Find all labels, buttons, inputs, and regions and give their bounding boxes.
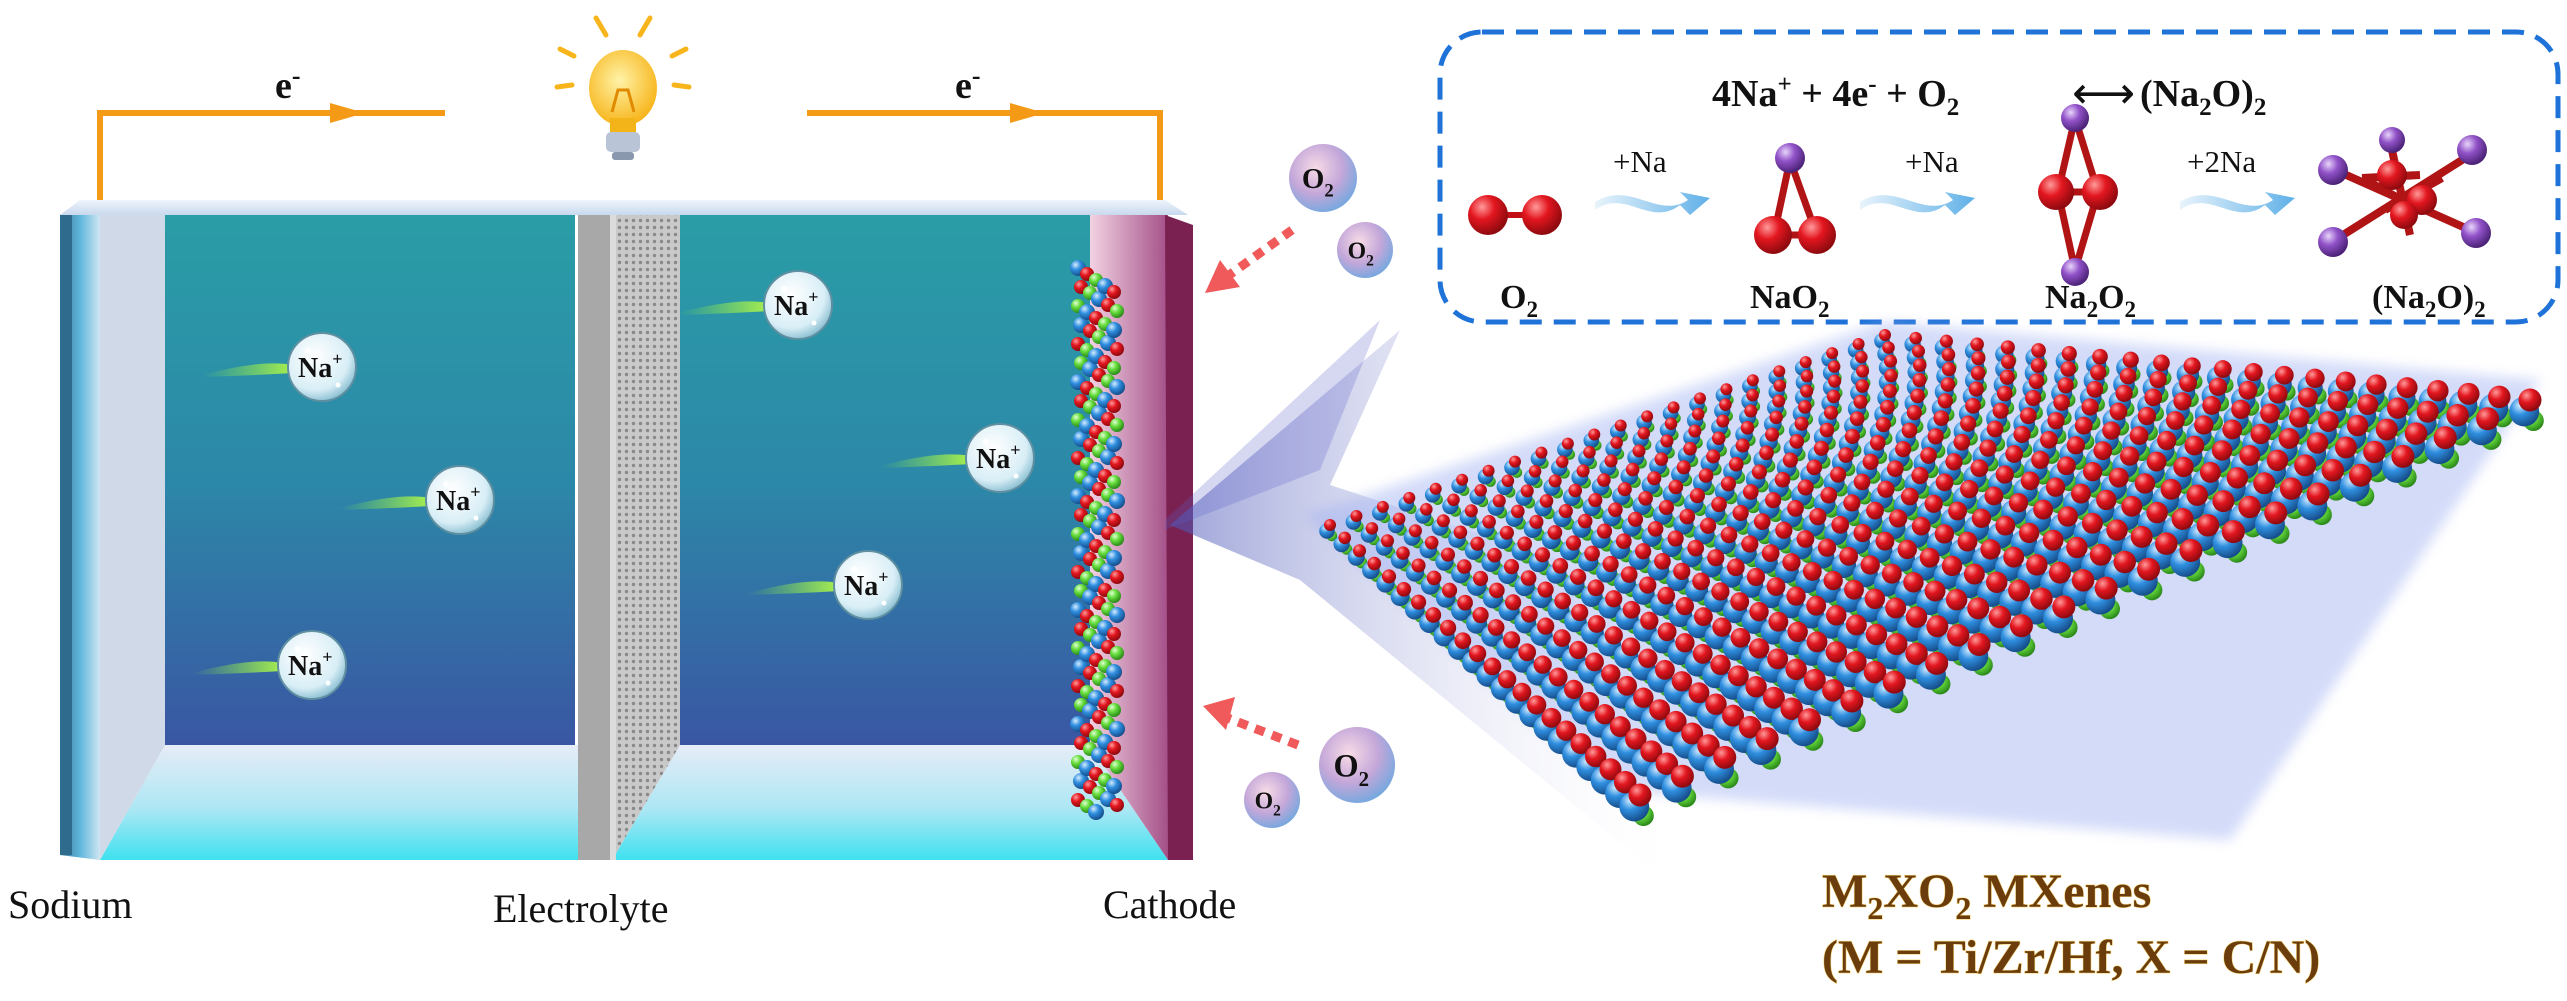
sodium-ion-label: Na+ (774, 287, 819, 322)
step-label-3: +2Na (2187, 144, 2256, 179)
electrolyte-left-back (165, 215, 575, 750)
sodium-ion: Na+ (678, 270, 833, 340)
step-arrow-3 (2180, 192, 2295, 215)
electron-label-right: e- (955, 61, 981, 107)
mxene-title-line2: (M = Ti/Zr/Hf, X = C/N) (1822, 931, 2320, 984)
sodium-ion-label: Na+ (436, 482, 481, 517)
oxygen-molecule-label: O2 (1333, 747, 1369, 791)
electrolyte-right-back (680, 215, 1090, 750)
electron-label-left: e- (275, 61, 301, 107)
mxene-title-line1: M2XO2 MXenes (1822, 865, 2151, 926)
species-label-o2: O2 (1500, 279, 1538, 322)
electron-arrow-left (330, 103, 365, 123)
sodium-ion: Na+ (748, 550, 903, 620)
step-arrow-2 (1860, 192, 1975, 215)
oxygen-molecule: O2 (1289, 144, 1357, 212)
sodium-ion-label: Na+ (288, 647, 333, 682)
sodium-ion-group: Na+ Na+ Na+ Na+ Na+ Na+ (192, 270, 1035, 700)
electrolyte-label: Electrolyte (493, 886, 668, 931)
oxygen-molecule: O2 (1319, 727, 1395, 803)
species-label-na2o2: Na2O2 (2045, 279, 2136, 322)
species-nao2-molecule (1754, 143, 1836, 254)
step-arrow-1 (1595, 192, 1710, 215)
mxene-sheet (1305, 322, 2544, 840)
oxygen-molecule-label: O2 (1302, 163, 1334, 202)
oxygen-molecule: O2 (1337, 222, 1393, 278)
battery-diagram: e- e- (8, 15, 1395, 931)
reaction-dashed-border (1437, 29, 2561, 325)
reaction-product: (Na2O)2 (2140, 73, 2266, 121)
oxygen-molecule: O2 (1244, 772, 1300, 828)
sodium-ion: Na+ (202, 332, 357, 402)
reaction-panel: 4Na+ + 4e- + O2 ⟷ (Na2O)2 (1437, 29, 2561, 325)
species-o2-molecule (1468, 195, 1562, 235)
cathode-label: Cathode (1103, 882, 1236, 927)
sodium-ion-label: Na+ (844, 567, 889, 602)
species-label-na2o-dimer: (Na2O)2 (2372, 279, 2486, 322)
sodium-ion: Na+ (880, 423, 1035, 493)
species-label-nao2: NaO2 (1750, 279, 1830, 322)
species-na2o2-molecule (2038, 104, 2118, 286)
oxygen-molecule-label: O2 (1348, 238, 1375, 269)
cell-floor-left (100, 745, 578, 860)
species-na2o-dimer-molecule (2318, 127, 2491, 257)
electron-arrow-right (1010, 103, 1045, 123)
sodium-ion: Na+ (340, 465, 495, 535)
sodium-ion-label: Na+ (298, 349, 343, 384)
oxygen-inflow-top (1205, 226, 1295, 293)
light-bulb-icon (554, 15, 692, 160)
sodium-ion: Na+ (192, 630, 347, 700)
cathode-mxene-coating (1070, 260, 1125, 820)
sodium-ion-label: Na+ (976, 440, 1021, 475)
reaction-equation: 4Na+ + 4e- + O2 (1712, 71, 1959, 121)
sodium-label: Sodium (8, 882, 132, 927)
electrolyte-separator (578, 215, 680, 860)
oxygen-inflow-bottom (1203, 697, 1300, 750)
oxygen-molecule-label: O2 (1255, 788, 1282, 819)
step-label-2: +Na (1905, 144, 1959, 179)
sodium-inner-wall (100, 215, 165, 860)
cell-top-edge (60, 200, 1188, 215)
step-label-1: +Na (1613, 144, 1667, 179)
cell-floor-right (612, 745, 1168, 860)
